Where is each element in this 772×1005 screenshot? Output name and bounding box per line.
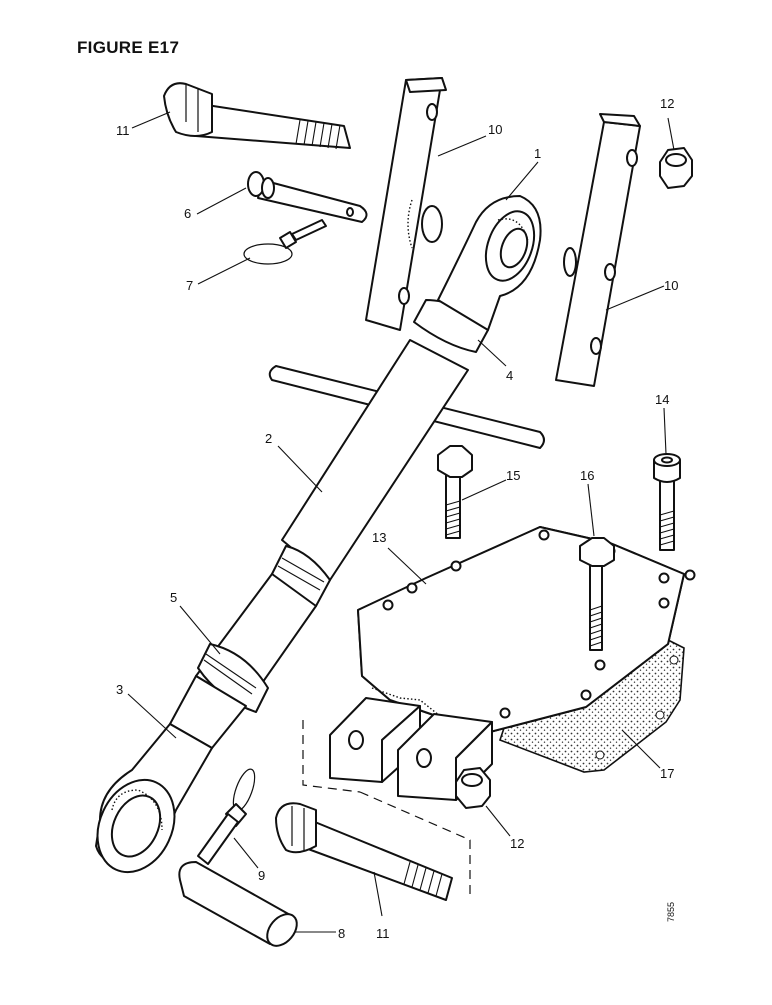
top-link-assembly-part — [95, 195, 545, 874]
callout-5: 5 — [170, 590, 177, 605]
callout-8: 8 — [338, 926, 345, 941]
callout-1: 1 — [534, 146, 541, 161]
linch-pin-7-part — [243, 219, 327, 265]
callout-3: 3 — [116, 682, 123, 697]
callout-13: 13 — [372, 530, 386, 545]
strap-bar-right-part — [555, 113, 641, 387]
bolt-11-bottom-part — [275, 802, 453, 901]
callout-11-top: 11 — [116, 123, 130, 138]
nut-12-top-part — [659, 147, 693, 189]
callout-4: 4 — [506, 368, 513, 383]
figure-title: FIGURE E17 — [77, 38, 180, 57]
callout-12-top: 12 — [660, 96, 674, 111]
nut-12-bottom-part — [455, 767, 491, 809]
assembly-guide-line — [302, 720, 471, 900]
callout-14: 14 — [655, 392, 669, 407]
callout-7: 7 — [186, 278, 193, 293]
gasket-part — [498, 639, 685, 773]
callout-15: 15 — [506, 468, 520, 483]
linch-pin-9-part — [197, 768, 256, 865]
pin-8-part — [178, 861, 298, 947]
drawing-code: 7855 — [666, 901, 676, 922]
callout-labels: 1 2 3 4 5 6 7 8 9 10 10 11 11 12 12 13 1… — [116, 96, 678, 941]
bolt-15-part — [437, 445, 473, 539]
callout-6: 6 — [184, 206, 191, 221]
strap-bar-left-part — [365, 77, 447, 331]
bolt-11-top-part — [163, 82, 351, 150]
bolt-16-part — [579, 537, 615, 651]
callout-12-bottom: 12 — [510, 836, 524, 851]
callout-17: 17 — [660, 766, 674, 781]
callout-9: 9 — [258, 868, 265, 883]
callout-2: 2 — [265, 431, 272, 446]
plate-lug-left — [329, 697, 421, 783]
cap-screw-14-part — [653, 453, 681, 551]
callout-16: 16 — [580, 468, 594, 483]
callout-10-left: 10 — [488, 122, 502, 137]
pin-6-part — [247, 171, 368, 223]
callout-11-bottom: 11 — [376, 926, 390, 941]
leader-lines — [127, 111, 675, 933]
callout-10-right: 10 — [664, 278, 678, 293]
